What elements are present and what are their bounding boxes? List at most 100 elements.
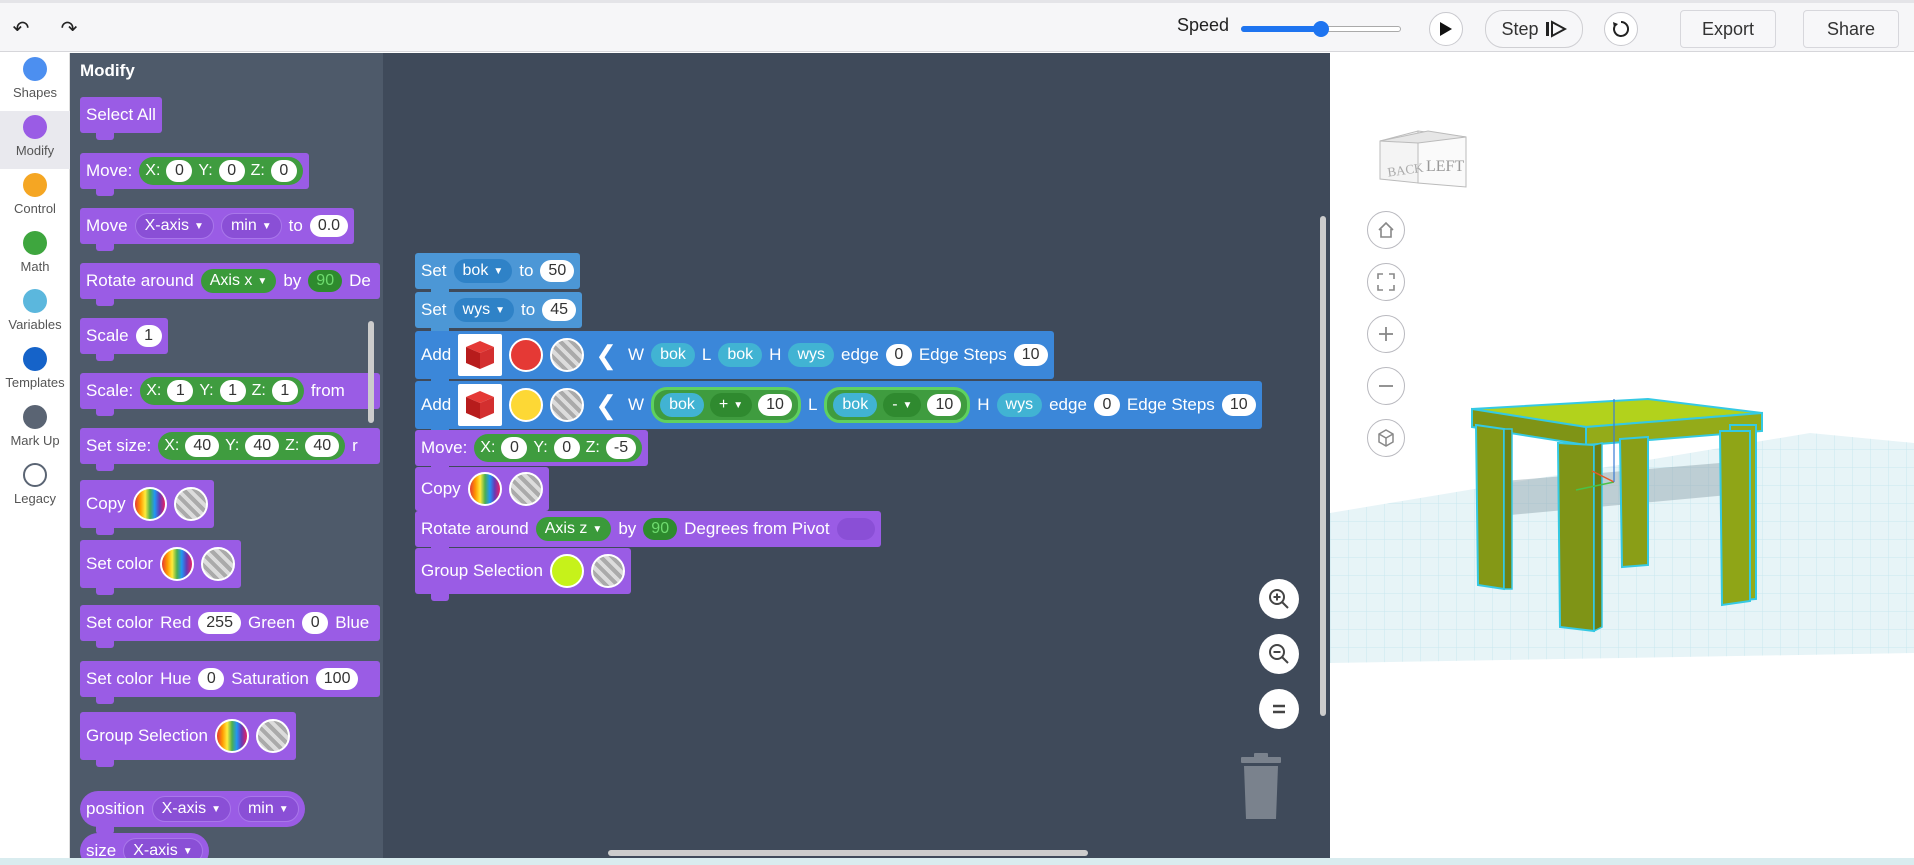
variable-reporter[interactable]: wys xyxy=(996,393,1043,417)
variable-dropdown[interactable]: wys▼ xyxy=(453,298,514,322)
y-input[interactable]: 40 xyxy=(245,435,280,457)
variable-reporter[interactable]: bok xyxy=(833,393,878,417)
block-workspace[interactable]: Set bok▼ to 50 Set wys▼ to 45 Add ❮ W bo… xyxy=(383,53,1330,858)
rainbow-color-icon[interactable] xyxy=(132,487,167,521)
home-view-button[interactable] xyxy=(1367,211,1405,249)
play-button[interactable] xyxy=(1429,12,1463,46)
scale-block[interactable]: Scale 1 xyxy=(80,318,168,361)
axis-dropdown[interactable]: Axis z▼ xyxy=(535,517,612,541)
axis-dropdown[interactable]: X-axis▼ xyxy=(134,213,214,239)
category-variables[interactable]: Variables xyxy=(0,285,70,343)
category-math[interactable]: Math xyxy=(0,227,70,285)
rainbow-color-icon[interactable] xyxy=(214,719,249,753)
y-input[interactable]: 0 xyxy=(553,437,580,459)
workspace-vertical-scrollbar[interactable] xyxy=(1320,216,1326,716)
edge-input[interactable]: 0 xyxy=(1093,394,1120,416)
number-input[interactable]: 10 xyxy=(927,394,962,416)
bound-dropdown[interactable]: min▼ xyxy=(237,796,299,822)
operator-dropdown[interactable]: +▼ xyxy=(709,393,753,417)
set-size-block[interactable]: Set size: X:40 Y:40 Z:40 r xyxy=(80,428,380,471)
transparent-color-icon[interactable] xyxy=(508,472,543,506)
transparent-color-icon[interactable] xyxy=(590,554,625,588)
select-all-block[interactable]: Select All xyxy=(80,97,162,140)
position-reporter-block[interactable]: position X-axis▼ min▼ xyxy=(80,791,305,834)
set-variable-block[interactable]: Set bok▼ to 50 xyxy=(415,253,581,296)
variable-reporter[interactable]: wys xyxy=(788,343,834,367)
chevron-left-icon[interactable]: ❮ xyxy=(595,389,618,420)
axis-dropdown[interactable]: X-axis▼ xyxy=(151,796,231,822)
y-input[interactable]: 0 xyxy=(218,160,245,182)
rainbow-color-icon[interactable] xyxy=(467,472,502,506)
cube-shape-icon[interactable] xyxy=(458,384,503,426)
set-color-hsv-block[interactable]: Set color Hue 0 Saturation 100 xyxy=(80,661,380,704)
x-input[interactable]: 40 xyxy=(185,435,220,457)
value-input[interactable]: 45 xyxy=(542,299,576,321)
green-input[interactable]: 0 xyxy=(302,612,329,634)
add-cube-block[interactable]: Add ❮ W bok L bok H wys edge 0 Edge Step… xyxy=(415,331,1054,386)
rainbow-color-icon[interactable] xyxy=(160,547,195,581)
zoom-in-button[interactable] xyxy=(1259,579,1299,619)
yellow-color-icon[interactable] xyxy=(509,388,544,422)
axis-dropdown[interactable]: X-axis▼ xyxy=(123,838,203,858)
operator-dropdown[interactable]: -▼ xyxy=(883,393,922,417)
speed-slider-thumb[interactable] xyxy=(1313,21,1329,37)
zoom-in-view-button[interactable] xyxy=(1367,315,1405,353)
category-modify[interactable]: Modify xyxy=(0,111,70,169)
category-templates[interactable]: Templates xyxy=(0,343,70,401)
variable-reporter[interactable]: bok xyxy=(718,343,763,367)
3d-viewport[interactable]: BACK LEFT xyxy=(1330,53,1914,858)
chevron-left-icon[interactable]: ❮ xyxy=(595,339,618,370)
z-input[interactable]: 0 xyxy=(270,160,297,182)
z-input[interactable]: -5 xyxy=(605,437,637,459)
redo-icon[interactable]: ↷ xyxy=(60,17,78,40)
group-selection-block[interactable]: Group Selection xyxy=(415,548,631,601)
speed-slider[interactable] xyxy=(1241,21,1401,37)
lime-color-icon[interactable] xyxy=(549,554,584,588)
view-cube[interactable]: BACK LEFT xyxy=(1366,91,1476,191)
scale-xyz-block[interactable]: Scale: X:1 Y:1 Z:1 from xyxy=(80,373,380,416)
variable-dropdown[interactable]: bok▼ xyxy=(453,259,513,283)
share-button[interactable]: Share xyxy=(1803,10,1899,48)
move-xyz-block[interactable]: Move: X:0 Y:0 Z:0 xyxy=(80,153,309,196)
cube-shape-icon[interactable] xyxy=(458,334,503,376)
variable-reporter[interactable]: bok xyxy=(660,393,704,417)
angle-input[interactable]: 90 xyxy=(308,270,343,292)
category-shapes[interactable]: Shapes xyxy=(0,53,70,111)
set-variable-block[interactable]: Set wys▼ to 45 xyxy=(415,292,582,335)
add-cube-block[interactable]: Add ❮ W bok +▼ 10 L bok -▼ 10 H wys edge… xyxy=(415,381,1262,436)
angle-input[interactable]: 90 xyxy=(643,518,678,540)
zoom-out-view-button[interactable] xyxy=(1367,367,1405,405)
flyout-scrollbar[interactable] xyxy=(368,321,374,423)
workspace-horizontal-scrollbar[interactable] xyxy=(608,850,1088,856)
math-expression[interactable]: bok -▼ 10 xyxy=(824,387,971,423)
step-button[interactable]: Step xyxy=(1485,10,1583,48)
export-button[interactable]: Export xyxy=(1680,10,1776,48)
transparent-color-icon[interactable] xyxy=(173,487,208,521)
move-axis-block[interactable]: Move X-axis▼ min▼ to 0.0 xyxy=(80,208,355,251)
value-input[interactable]: 0.0 xyxy=(309,215,349,237)
trash-icon[interactable] xyxy=(1239,753,1283,819)
value-input[interactable]: 50 xyxy=(540,260,575,282)
z-input[interactable]: 1 xyxy=(271,380,298,402)
edge-steps-input[interactable]: 10 xyxy=(1013,344,1048,366)
zoom-reset-button[interactable] xyxy=(1259,689,1299,729)
x-input[interactable]: 0 xyxy=(166,160,193,182)
transparent-color-icon[interactable] xyxy=(550,338,585,372)
number-input[interactable]: 10 xyxy=(758,394,792,416)
saturation-input[interactable]: 100 xyxy=(315,668,359,690)
transparent-color-icon[interactable] xyxy=(550,388,585,422)
edge-input[interactable]: 0 xyxy=(885,344,912,366)
reset-button[interactable] xyxy=(1604,12,1638,46)
edge-steps-input[interactable]: 10 xyxy=(1221,394,1256,416)
rotate-block[interactable]: Rotate around Axis x▼ by 90 De xyxy=(80,263,380,306)
category-legacy[interactable]: Legacy xyxy=(0,459,70,517)
red-color-icon[interactable] xyxy=(509,338,544,372)
axis-dropdown[interactable]: Axis x▼ xyxy=(200,269,277,293)
x-input[interactable]: 0 xyxy=(501,437,528,459)
set-color-block[interactable]: Set color xyxy=(80,540,242,595)
red-input[interactable]: 255 xyxy=(198,612,241,634)
transparent-color-icon[interactable] xyxy=(201,547,236,581)
set-color-rgb-block[interactable]: Set color Red 255 Green 0 Blue xyxy=(80,605,380,648)
move-xyz-block[interactable]: Move: X:0 Y:0 Z:-5 xyxy=(415,430,649,473)
group-selection-block[interactable]: Group Selection xyxy=(80,712,296,767)
